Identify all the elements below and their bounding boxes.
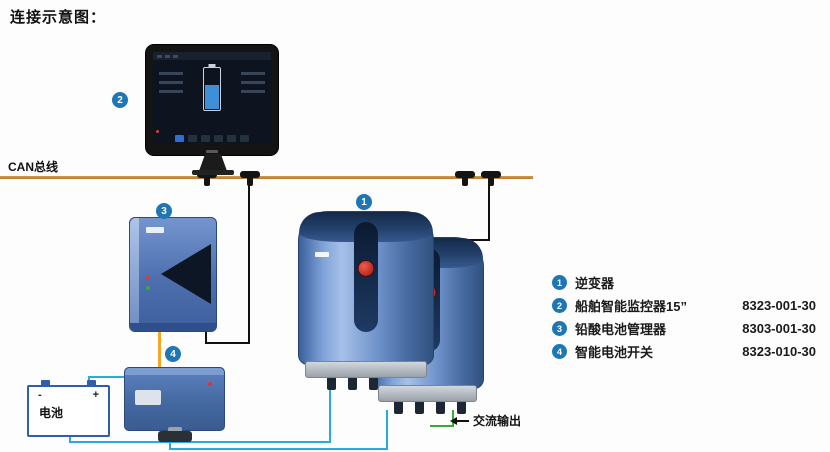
t-connector-2 — [240, 169, 260, 186]
wire-inverter-can-v — [488, 179, 490, 241]
monitor-indicator-dot — [156, 130, 159, 133]
inverter-connectors — [327, 378, 378, 390]
wire-dc1-h — [69, 441, 331, 443]
monitor-stand — [199, 154, 227, 171]
monitor-left-readouts — [159, 72, 183, 99]
battery-switch — [124, 367, 225, 442]
brand-logo — [315, 252, 329, 257]
wire-manager-switch — [158, 331, 161, 368]
battery-terminal-pos — [87, 380, 96, 386]
switch-handle — [157, 431, 192, 442]
legend-badge-4: 4 — [552, 344, 567, 359]
monitor-screen — [153, 52, 271, 144]
legend-label-1: 逆变器 — [575, 276, 615, 291]
wire-manager-can — [205, 342, 250, 344]
badge-switch: 4 — [165, 346, 181, 362]
switch-hinge — [167, 427, 182, 434]
inverter-base — [305, 361, 427, 378]
page-title: 连接示意图： — [10, 9, 107, 26]
battery-terminal-neg — [41, 380, 50, 386]
wire-batt-switch-h — [88, 376, 124, 378]
t-connector-3 — [455, 169, 475, 186]
led-red — [146, 276, 150, 280]
manager-side-edge — [130, 218, 139, 331]
battery-minus-sign: - — [38, 389, 42, 401]
badge-inverter: 1 — [356, 194, 372, 210]
inverter-knob — [357, 260, 375, 277]
t-connector-4 — [481, 169, 501, 186]
ac-output-arrow-line — [457, 419, 469, 422]
monitor-stand-base — [192, 170, 234, 175]
wire-dc1-v1 — [69, 433, 71, 442]
inverter-front-stripe — [354, 222, 378, 332]
legend: 1 逆变器 2 船舶智能监控器15” 8323-001-30 3 铅酸电池管理器… — [552, 271, 828, 363]
legend-label-3: 铅酸电池管理器 — [575, 322, 667, 337]
monitor-statusbar — [153, 52, 271, 60]
switch-top-edge — [125, 368, 224, 375]
legend-row-manager: 3 铅酸电池管理器 8303-001-30 — [552, 317, 828, 340]
legend-badge-2: 2 — [552, 298, 567, 313]
switch-label-sticker — [135, 390, 161, 405]
legend-badge-3: 3 — [552, 321, 567, 336]
legend-badge-1: 1 — [552, 275, 567, 290]
brand-logo — [146, 227, 164, 233]
brand-logo — [206, 150, 218, 153]
inverter-front — [298, 211, 434, 390]
monitor-icon-row — [153, 135, 271, 142]
wire-inverter-can-h — [468, 239, 490, 241]
wire-manager-stub — [205, 330, 207, 342]
inverter-base — [378, 385, 477, 402]
battery-manager — [129, 217, 217, 332]
legend-part-2: 8323-001-30 — [742, 298, 816, 313]
ac-output-label: 交流输出 — [473, 414, 522, 428]
monitor-right-readouts — [241, 72, 265, 99]
badge-manager: 3 — [156, 203, 172, 219]
manager-vent-wedge — [161, 244, 211, 304]
legend-part-3: 8303-001-30 — [742, 321, 816, 336]
smart-monitor — [145, 44, 279, 156]
manager-bottom-band — [130, 323, 216, 331]
legend-label-4: 智能电池开关 — [575, 345, 654, 360]
ac-output-callout: 交流输出 — [446, 412, 521, 429]
legend-label-2: 船舶智能监控器15” — [575, 299, 687, 314]
legend-row-inverter: 1 逆变器 — [552, 271, 828, 294]
wire-dc1-v2 — [329, 380, 331, 442]
wire-monitor-drop — [248, 179, 250, 343]
legend-row-switch: 4 智能电池开关 8323-010-30 — [552, 340, 828, 363]
can-bus-label: CAN总线 — [8, 160, 58, 174]
switch-indicator — [208, 382, 212, 386]
battery-label: 电池 — [39, 406, 64, 421]
legend-row-monitor: 2 船舶智能监控器15” 8323-001-30 — [552, 294, 828, 317]
wire-ac-h — [430, 425, 454, 427]
badge-monitor: 2 — [112, 92, 128, 108]
battery-gauge — [203, 64, 221, 111]
wire-dc2-v2 — [386, 410, 388, 448]
led-green — [146, 286, 150, 290]
battery-plus-sign: + — [92, 389, 99, 401]
battery: - + 电池 — [27, 380, 110, 437]
inverter-connectors — [394, 402, 466, 414]
ac-output-arrow-icon — [446, 416, 457, 425]
wire-dc2-h — [169, 448, 388, 450]
legend-part-4: 8323-010-30 — [742, 344, 816, 359]
can-bus-line — [0, 176, 533, 179]
